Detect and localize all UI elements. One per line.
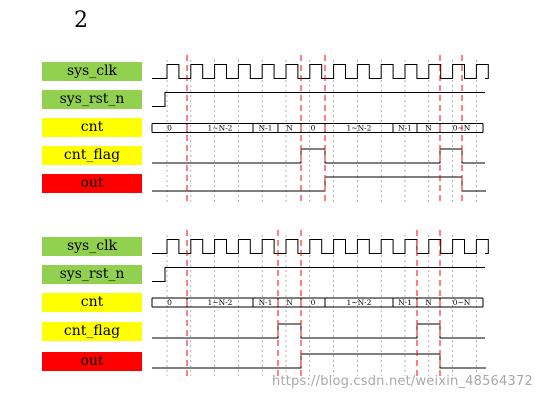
clock-waveform (152, 64, 489, 79)
signal-label-out: out (42, 174, 142, 193)
signal-label-cnt-flag: cnt_flag (42, 322, 142, 341)
cnt-value-label: 1~N-2 (347, 124, 372, 133)
cnt-flag-waveform (152, 323, 485, 339)
cnt-value-label: N (425, 124, 432, 133)
page-number: 2 (74, 8, 88, 33)
cnt-value-label: 0 (167, 124, 172, 133)
signal-label-sys-rst-n: sys_rst_n (42, 90, 142, 109)
cnt-value-label: N (425, 298, 432, 307)
watermark: https://blog.csdn.net/weixin_48564372 (272, 374, 533, 389)
signal-label-sys-clk: sys_clk (42, 237, 142, 256)
clock-waveform (152, 239, 489, 254)
cnt-value-label: N-1 (259, 298, 273, 307)
reset-waveform (152, 92, 485, 107)
signal-label-cnt-flag: cnt_flag (42, 146, 142, 165)
cnt-value-label: 0~N (453, 298, 471, 307)
signal-label-out: out (42, 352, 142, 371)
cnt-value-label: N (286, 298, 293, 307)
cnt-value-label: 1~N-2 (208, 298, 233, 307)
cnt-value-label: 0 (311, 298, 316, 307)
signal-label-sys-clk: sys_clk (42, 62, 142, 81)
cnt-value-label: 1~N-2 (347, 298, 372, 307)
signal-label-cnt: cnt (42, 293, 142, 312)
cnt-value-label: 1~N-2 (208, 124, 233, 133)
out-waveform (152, 176, 486, 192)
cnt-value-label: N-1 (398, 124, 412, 133)
cnt-flag-waveform (152, 148, 485, 164)
signal-label-sys-rst-n: sys_rst_n (42, 265, 142, 284)
cnt-value-label: 0 (167, 298, 172, 307)
cnt-value-label: 0 (311, 124, 316, 133)
cnt-value-label: N-1 (398, 298, 412, 307)
reset-waveform (152, 267, 485, 282)
out-waveform (152, 353, 486, 369)
cnt-value-label: N (286, 124, 293, 133)
signal-label-cnt: cnt (42, 118, 142, 137)
cnt-value-label: N-1 (259, 124, 273, 133)
